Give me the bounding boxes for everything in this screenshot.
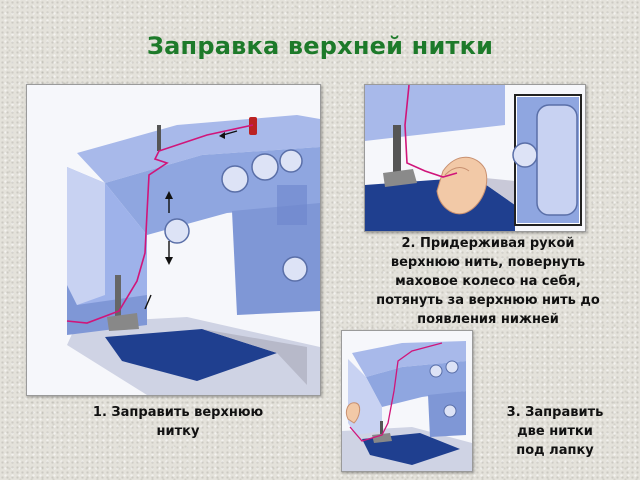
- step-2-line-4: потянуть за верхнюю нить до: [376, 293, 600, 308]
- step-2-line-1: 2. Придерживая рукой: [401, 236, 575, 251]
- hand-holding-thread-icon: [365, 85, 585, 231]
- step-1-line-2: нитку: [156, 424, 200, 439]
- illustration-holding-thread-frame: [364, 84, 586, 232]
- step-2-line-2: верхнюю нить, повернуть: [390, 255, 586, 270]
- illustration-under-foot-frame: [341, 330, 473, 472]
- illustration-threading-frame: [26, 84, 321, 396]
- step-2-line-5: появления нижней: [417, 312, 559, 327]
- step-3-caption: 3. Заправить две нитки под лапку: [490, 403, 620, 460]
- thread-under-foot-icon: [342, 331, 472, 471]
- step-3-line-1: 3. Заправить: [506, 405, 604, 420]
- step-3-line-3: под лапку: [516, 443, 594, 458]
- step-1-caption: 1. Заправить верхнюю нитку: [58, 403, 298, 441]
- sewing-machine-threading-icon: [27, 85, 320, 395]
- step-2-caption: 2. Придерживая рукой верхнюю нить, повер…: [340, 234, 636, 329]
- step-1-line-1: 1. Заправить верхнюю: [92, 405, 264, 420]
- step-3-line-2: две нитки: [517, 424, 593, 439]
- step-2-line-3: маховое колесо на себя,: [395, 274, 581, 289]
- slide-title: Заправка верхней нитки: [146, 32, 494, 60]
